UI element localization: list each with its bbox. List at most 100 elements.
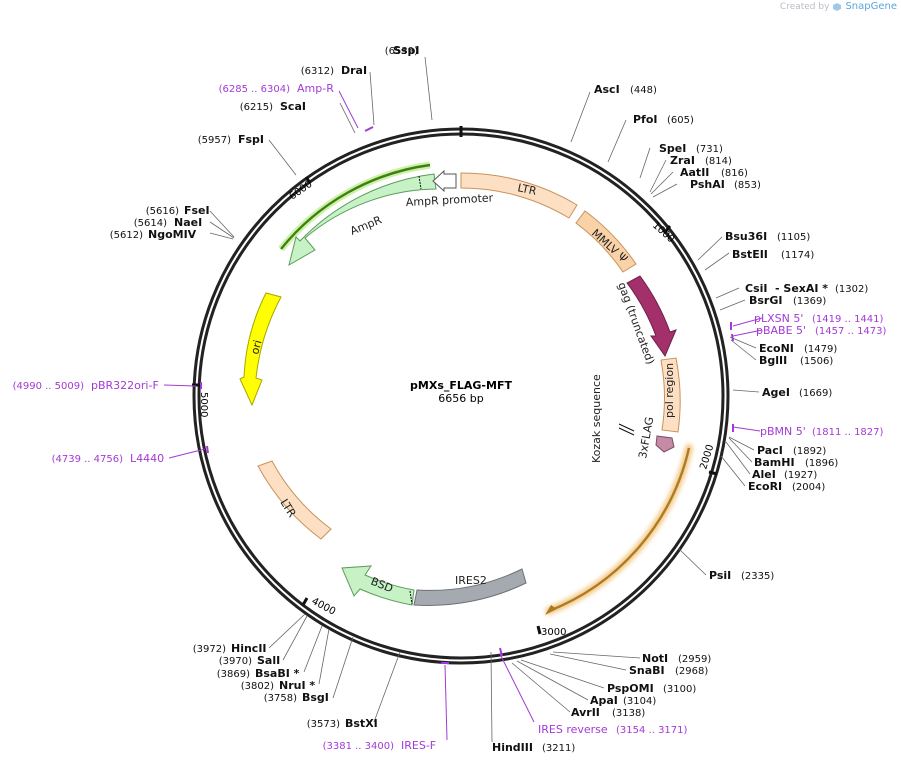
site-hindiii-pos: (3211) <box>542 743 575 754</box>
site-sexai: - SexAI * <box>775 282 828 295</box>
site-ngomiv-pos: (5612) <box>110 230 143 241</box>
site-fsei: FseI <box>184 204 210 217</box>
site-psii-pos: (2335) <box>741 571 774 582</box>
feature-ori <box>239 292 282 407</box>
site-spei-pos: (731) <box>696 144 723 155</box>
site-snabi-pos: (2968) <box>675 666 708 677</box>
insert-arc-head <box>545 605 557 615</box>
site-bstxi-pos: (3573) <box>307 719 340 730</box>
site-bsrgi: BsrGI <box>749 294 782 307</box>
site-fspi: FspI <box>238 133 264 146</box>
feature-label-ampr: AmpR <box>348 213 384 237</box>
site-leader-lines <box>209 56 760 743</box>
feature-gag <box>626 275 677 358</box>
primer-ires-reverse-range: (3154 .. 3171) <box>616 725 688 736</box>
site-bsrgi-pos: (1369) <box>793 296 826 307</box>
site-apai: ApaI <box>590 694 618 707</box>
site-bsgi: BsgI <box>302 691 329 704</box>
site-bamhi: BamHI <box>754 456 795 469</box>
site-bsteii-pos: (1174) <box>781 250 814 261</box>
site-nrui-pos: (3802) <box>241 681 274 692</box>
site-bglii-pos: (1506) <box>800 356 833 367</box>
site-bsabi-pos: (3869) <box>217 669 250 680</box>
site-bstxi: BstXI <box>345 717 378 730</box>
primer-pbr322ori: pBR322ori-F <box>91 379 159 392</box>
primer-plxsn-range: (1419 .. 1441) <box>812 314 884 325</box>
plasmid-length: 6656 bp <box>438 392 483 405</box>
site-alei-pos: (1927) <box>784 470 817 481</box>
primer-ires-reverse: IRES reverse <box>538 723 608 736</box>
ampr-junction <box>418 175 422 190</box>
site-scai-pos: (6215) <box>240 102 273 113</box>
primer-plxsn: pLXSN 5' <box>754 312 803 325</box>
site-bamhi-pos: (1896) <box>805 458 838 469</box>
primer-pbr322ori-range: (4990 .. 5009) <box>13 381 85 392</box>
site-aatii: AatII <box>680 166 709 179</box>
feature-label-ori: ori <box>248 339 264 356</box>
site-paci: PacI <box>757 444 783 457</box>
feature-bsd <box>341 565 415 606</box>
primer-l4440: L4440 <box>130 452 164 465</box>
insert-highlight-glow <box>545 444 693 615</box>
site-asci-pos: (448) <box>630 85 657 96</box>
site-sexai-pos: (1302) <box>835 284 868 295</box>
feature-label-kozak: Kozak sequence <box>590 374 603 463</box>
site-apai-pos: (3104) <box>623 696 656 707</box>
site-pspomi-pos: (3100) <box>663 684 696 695</box>
site-noti: NotI <box>642 652 668 665</box>
feature-label-pol: pol region <box>663 363 676 418</box>
primer-pbmn: pBMN 5' <box>760 425 806 438</box>
site-econi: EcoNI <box>759 342 794 355</box>
feature-kozak-b <box>618 427 635 436</box>
site-hincii-pos: (3972) <box>193 644 226 655</box>
primer-pbmn-range: (1811 .. 1827) <box>812 427 884 438</box>
ampr-highlight-arc <box>280 163 431 250</box>
feature-label-3xflag: 3xFLAG <box>636 416 656 460</box>
feature-ltr-left <box>257 460 332 540</box>
site-naei: NaeI <box>174 216 202 229</box>
created-by-text: Created by <box>779 1 830 12</box>
site-hincii: HincII <box>231 642 267 655</box>
site-snabi: SnaBI <box>629 664 665 677</box>
site-bsabi: BsaBI * <box>255 667 300 680</box>
feature-label-ampr-promoter: AmpR promoter <box>405 191 493 209</box>
site-alei: AleI <box>752 468 776 481</box>
feature-ltr-right <box>460 172 578 219</box>
scale-ticks <box>192 176 718 635</box>
site-sspi: SspI <box>393 44 419 57</box>
site-bglii: BglII <box>759 354 787 367</box>
site-drai: DraI <box>341 64 367 77</box>
feature-pol <box>660 357 681 433</box>
site-bsu36i-pos: (1105) <box>777 232 810 243</box>
site-ecori-pos: (2004) <box>792 482 825 493</box>
site-aatii-pos: (816) <box>721 168 748 179</box>
site-avrii: AvrII <box>571 706 600 719</box>
site-naei-pos: (5614) <box>134 218 167 229</box>
primer-ires-f: IRES-F <box>401 739 436 752</box>
site-agei-pos: (1669) <box>799 388 832 399</box>
site-paci-pos: (1892) <box>793 446 826 457</box>
site-sali-pos: (3970) <box>219 656 252 667</box>
site-pfoi-pos: (605) <box>667 115 694 126</box>
feature-label-ires2: IRES2 <box>455 574 487 587</box>
bsd-junction <box>409 590 413 605</box>
site-ngomiv: NgoMIV <box>148 228 197 241</box>
site-csii: CsiI <box>745 282 767 295</box>
site-nrui: NruI * <box>279 679 315 692</box>
site-econi-pos: (1479) <box>804 344 837 355</box>
site-zrai: ZraI <box>670 154 695 167</box>
site-pspomi: PspOMI <box>607 682 654 695</box>
site-drai-pos: (6312) <box>301 66 334 77</box>
site-fsei-pos: (5616) <box>146 206 179 217</box>
primer-ires-f-range: (3381 .. 3400) <box>323 741 395 752</box>
site-psii: PsiI <box>709 569 731 582</box>
site-sali: SalI <box>257 654 280 667</box>
primer-pbabe-range: (1457 .. 1473) <box>815 326 887 337</box>
insert-highlight-arc <box>548 447 691 613</box>
site-hindiii: HindIII <box>492 741 533 754</box>
primer-markers <box>163 90 763 741</box>
site-bsteii: BstEII <box>732 248 768 261</box>
site-asci: AscI <box>594 83 620 96</box>
primer-pbabe: pBABE 5' <box>756 324 806 337</box>
